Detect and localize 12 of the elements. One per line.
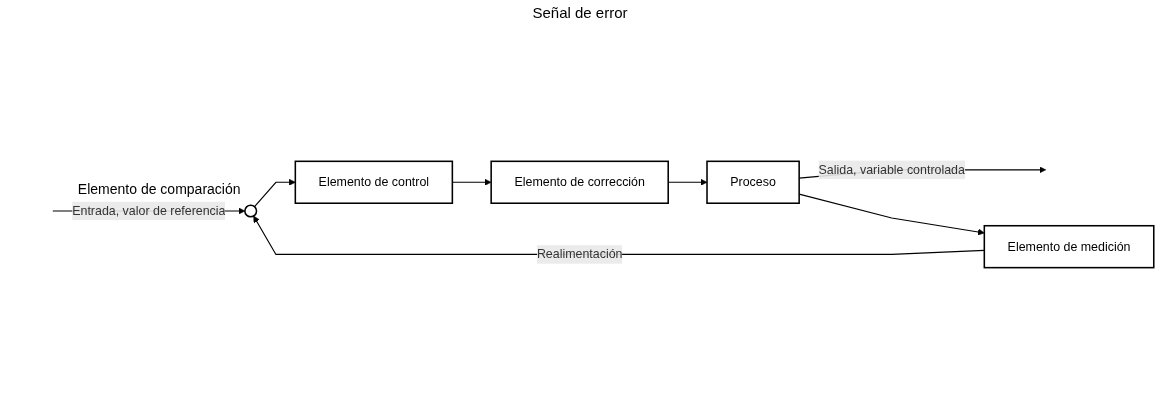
signal-label: Señal de error <box>532 4 628 21</box>
node-box: Proceso <box>706 160 800 204</box>
node-box: Elemento de control <box>294 160 454 204</box>
node-caption: Elemento de comparación <box>77 180 241 197</box>
node-box: Elemento de corrección <box>490 160 669 204</box>
arrow <box>253 178 296 207</box>
arrow <box>253 215 985 255</box>
edge-label: Entrada, valor de referencia <box>72 203 226 217</box>
edge-label: Salida, variable controlada <box>818 162 965 176</box>
node-box: Elemento de medición <box>983 224 1155 268</box>
edge-label: Realimentación <box>536 247 623 261</box>
node-circle <box>244 203 258 218</box>
